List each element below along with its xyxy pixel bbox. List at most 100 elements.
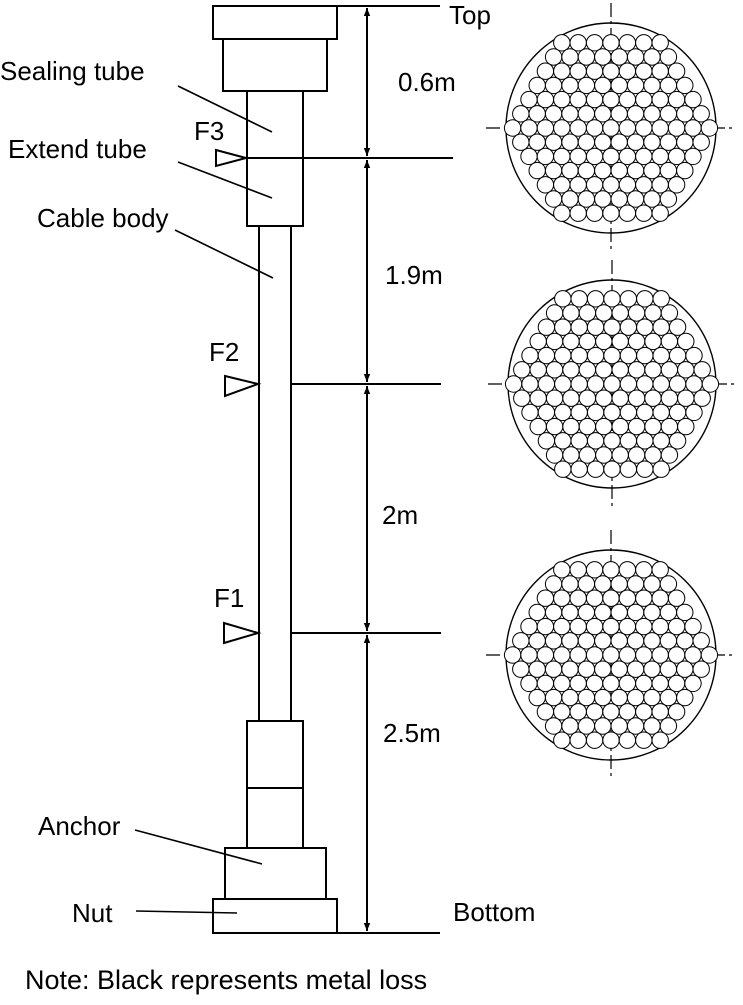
wire — [585, 119, 604, 137]
wire — [577, 717, 596, 735]
wire — [636, 346, 654, 365]
wire — [636, 432, 654, 450]
wire — [667, 589, 686, 607]
wire — [513, 389, 531, 407]
wire — [585, 204, 604, 222]
wire — [536, 703, 555, 721]
sealing-tube-label: Sealing tube — [0, 56, 145, 86]
extend-tube-label: Extend tube — [8, 134, 147, 164]
wire — [660, 332, 679, 351]
wire — [595, 417, 613, 436]
wire — [512, 660, 530, 678]
wire — [700, 119, 719, 137]
wire — [651, 119, 669, 137]
wire — [520, 674, 538, 693]
wire — [619, 346, 638, 365]
wire — [602, 674, 620, 693]
wire — [626, 660, 645, 678]
wire — [685, 375, 703, 393]
wire — [595, 446, 613, 464]
wire — [586, 346, 605, 365]
wire — [577, 632, 596, 650]
wire — [577, 105, 596, 123]
wire — [676, 76, 694, 95]
wire — [659, 105, 678, 123]
leader-lines — [134, 85, 274, 914]
wire — [520, 617, 538, 636]
note-text: Note: Black represents metal loss — [25, 965, 427, 995]
wire — [618, 589, 637, 607]
wire — [553, 176, 571, 194]
cable-structure — [212, 5, 338, 934]
wire — [561, 161, 579, 180]
wire — [602, 62, 620, 80]
wire — [651, 147, 669, 166]
wire — [561, 48, 579, 66]
wire — [536, 646, 555, 664]
wire — [570, 403, 588, 422]
wire — [562, 417, 580, 436]
wire — [585, 62, 604, 80]
wire — [536, 589, 555, 607]
wire — [602, 561, 620, 579]
wire — [529, 332, 547, 351]
wire — [692, 105, 710, 123]
wire — [611, 389, 629, 407]
wire — [545, 389, 564, 407]
wire — [585, 561, 604, 579]
wire — [544, 575, 563, 593]
wire — [652, 290, 670, 308]
wire — [626, 48, 645, 66]
wire — [627, 361, 646, 379]
wire — [610, 161, 628, 180]
wire — [700, 646, 719, 664]
wire — [585, 589, 604, 607]
wire — [585, 731, 604, 749]
wire — [521, 375, 539, 393]
wire — [569, 90, 587, 109]
anchor-label: Anchor — [38, 811, 121, 841]
wire — [562, 304, 580, 322]
wire — [611, 332, 629, 351]
wire — [644, 304, 662, 322]
wire — [569, 646, 587, 664]
wire — [627, 446, 646, 464]
wire — [618, 617, 637, 636]
wire — [602, 703, 620, 721]
wire — [585, 646, 604, 664]
wire — [602, 646, 620, 664]
wire — [626, 190, 645, 208]
wire — [561, 76, 579, 95]
wire — [618, 204, 637, 222]
wire — [618, 561, 637, 579]
wire — [586, 318, 605, 336]
wire — [561, 717, 579, 735]
cable-body — [258, 225, 292, 722]
wire — [586, 375, 605, 393]
wire — [693, 389, 711, 407]
wire — [569, 589, 587, 607]
wire — [619, 460, 638, 478]
wire — [659, 190, 678, 208]
wire — [652, 346, 670, 365]
wire — [618, 34, 637, 52]
wire — [577, 660, 596, 678]
wire — [635, 731, 653, 749]
wire — [643, 660, 661, 678]
wire — [643, 48, 661, 66]
wire — [659, 688, 678, 707]
wire — [554, 318, 572, 336]
wire — [602, 204, 620, 222]
wire — [602, 34, 620, 52]
wire — [610, 105, 628, 123]
wire — [603, 290, 621, 308]
wire — [643, 190, 661, 208]
wire — [644, 332, 662, 351]
wire — [643, 133, 661, 151]
f1-label: F1 — [214, 583, 244, 613]
wire — [618, 674, 637, 693]
wire — [562, 332, 580, 351]
wire — [562, 389, 580, 407]
wire — [577, 161, 596, 180]
wire — [602, 90, 620, 109]
